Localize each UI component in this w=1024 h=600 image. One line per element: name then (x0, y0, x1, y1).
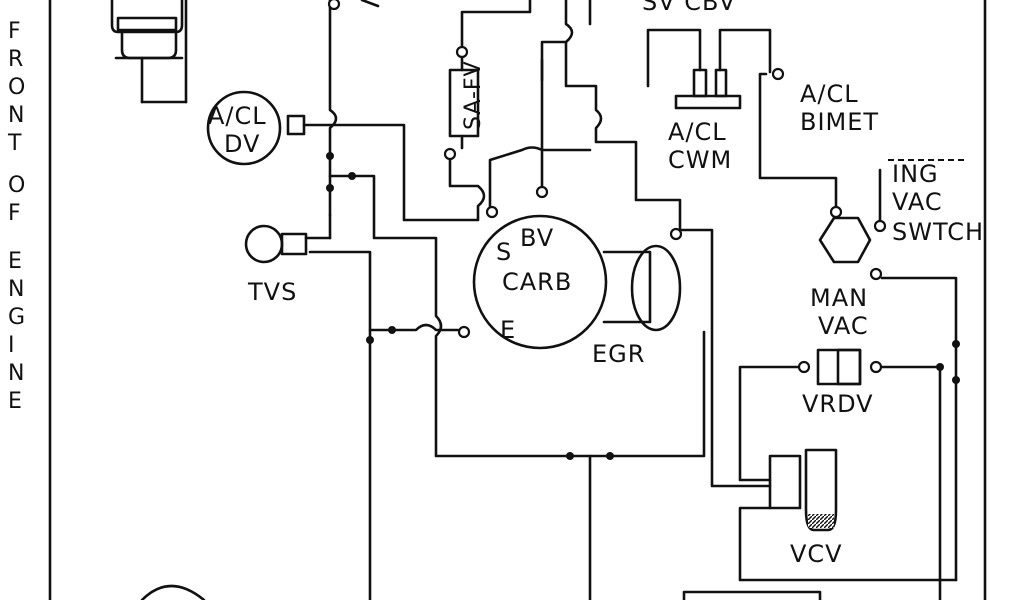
carburetor: S BV CARB E (457, 185, 608, 350)
hose-left-2 (328, 174, 706, 458)
junction-4 (366, 336, 374, 344)
svg-text:R: R (8, 47, 23, 72)
svg-text:ING: ING (892, 160, 939, 188)
svg-text:BV: BV (520, 224, 554, 252)
junction-5 (388, 326, 396, 334)
hose-egr-right (680, 228, 772, 488)
port-top-330 (327, 0, 341, 11)
svg-text:SWTCH: SWTCH (892, 218, 984, 246)
hose-sa-fv-top (460, 0, 532, 50)
svg-text:I: I (8, 333, 15, 358)
junction-3 (348, 172, 356, 180)
egr-valve: EGR (592, 227, 683, 368)
svg-text:VRDV: VRDV (802, 390, 874, 418)
svg-text:BIMET: BIMET (800, 108, 879, 136)
hose-sa-fv-carb (328, 123, 486, 222)
svg-text:VAC: VAC (818, 312, 869, 340)
top-left-canister (110, 0, 188, 104)
hose-center-top (540, 0, 574, 192)
hose-right-2 (564, 40, 682, 238)
hose-top-1 (328, 0, 338, 217)
svg-text:O: O (8, 173, 25, 198)
svg-text:SA-FV: SA-FV (461, 60, 486, 130)
sa-fv-valve: SA-FV (443, 45, 486, 161)
junction-7 (606, 452, 614, 460)
hose-top-2 (360, 0, 380, 8)
svg-text:VAC: VAC (892, 188, 943, 216)
svg-text:CARB: CARB (502, 268, 572, 296)
svg-text:A/CL: A/CL (800, 80, 859, 108)
svg-text:F: F (8, 201, 21, 226)
ing-vac-switch: ING VAC SWTCH MAN VAC (810, 159, 984, 582)
svg-text:E: E (8, 249, 22, 274)
svg-text:S: S (496, 238, 512, 266)
svg-text:DV: DV (224, 130, 260, 158)
svg-text:MAN: MAN (810, 284, 868, 312)
bottom-right-box (682, 590, 822, 600)
svg-text:N: N (8, 103, 24, 128)
junction-1 (326, 152, 334, 160)
junction-2 (326, 184, 334, 192)
a-cl-dv-valve: A/CL DV (206, 90, 332, 166)
tvs-switch: TVS (244, 224, 332, 306)
svg-text:G: G (8, 305, 25, 330)
svg-text:T: T (7, 131, 22, 156)
svg-text:CWM: CWM (668, 146, 732, 174)
svg-text:A/CL: A/CL (668, 118, 727, 146)
svg-text:VCV: VCV (790, 540, 843, 568)
svg-text:A/CL: A/CL (208, 102, 267, 130)
front-of-engine-label: F R O N T O F E N G I N E (7, 19, 25, 414)
vrdv-valve: VRDV (738, 340, 960, 600)
svg-text:N: N (8, 277, 24, 302)
svg-text:F: F (8, 19, 21, 44)
svg-text:E: E (500, 316, 516, 344)
svg-text:TVS: TVS (247, 278, 297, 306)
svg-text:N: N (8, 361, 24, 386)
svg-text:EGR: EGR (592, 340, 645, 368)
junction-6 (566, 452, 574, 460)
vcv-valve: VCV (738, 448, 958, 582)
svg-text:O: O (8, 75, 25, 100)
hose-bv-top (488, 146, 592, 216)
label-sv-cbv: SV CBV (642, 0, 736, 16)
svg-text:E: E (8, 389, 22, 414)
hose-left-3 (308, 250, 372, 600)
a-cl-cwm: A/CL CWM (646, 28, 785, 174)
a-cl-bimet: A/CL BIMET (758, 72, 879, 212)
hose-e-port (368, 323, 460, 332)
bottom-left-circle (140, 584, 206, 600)
